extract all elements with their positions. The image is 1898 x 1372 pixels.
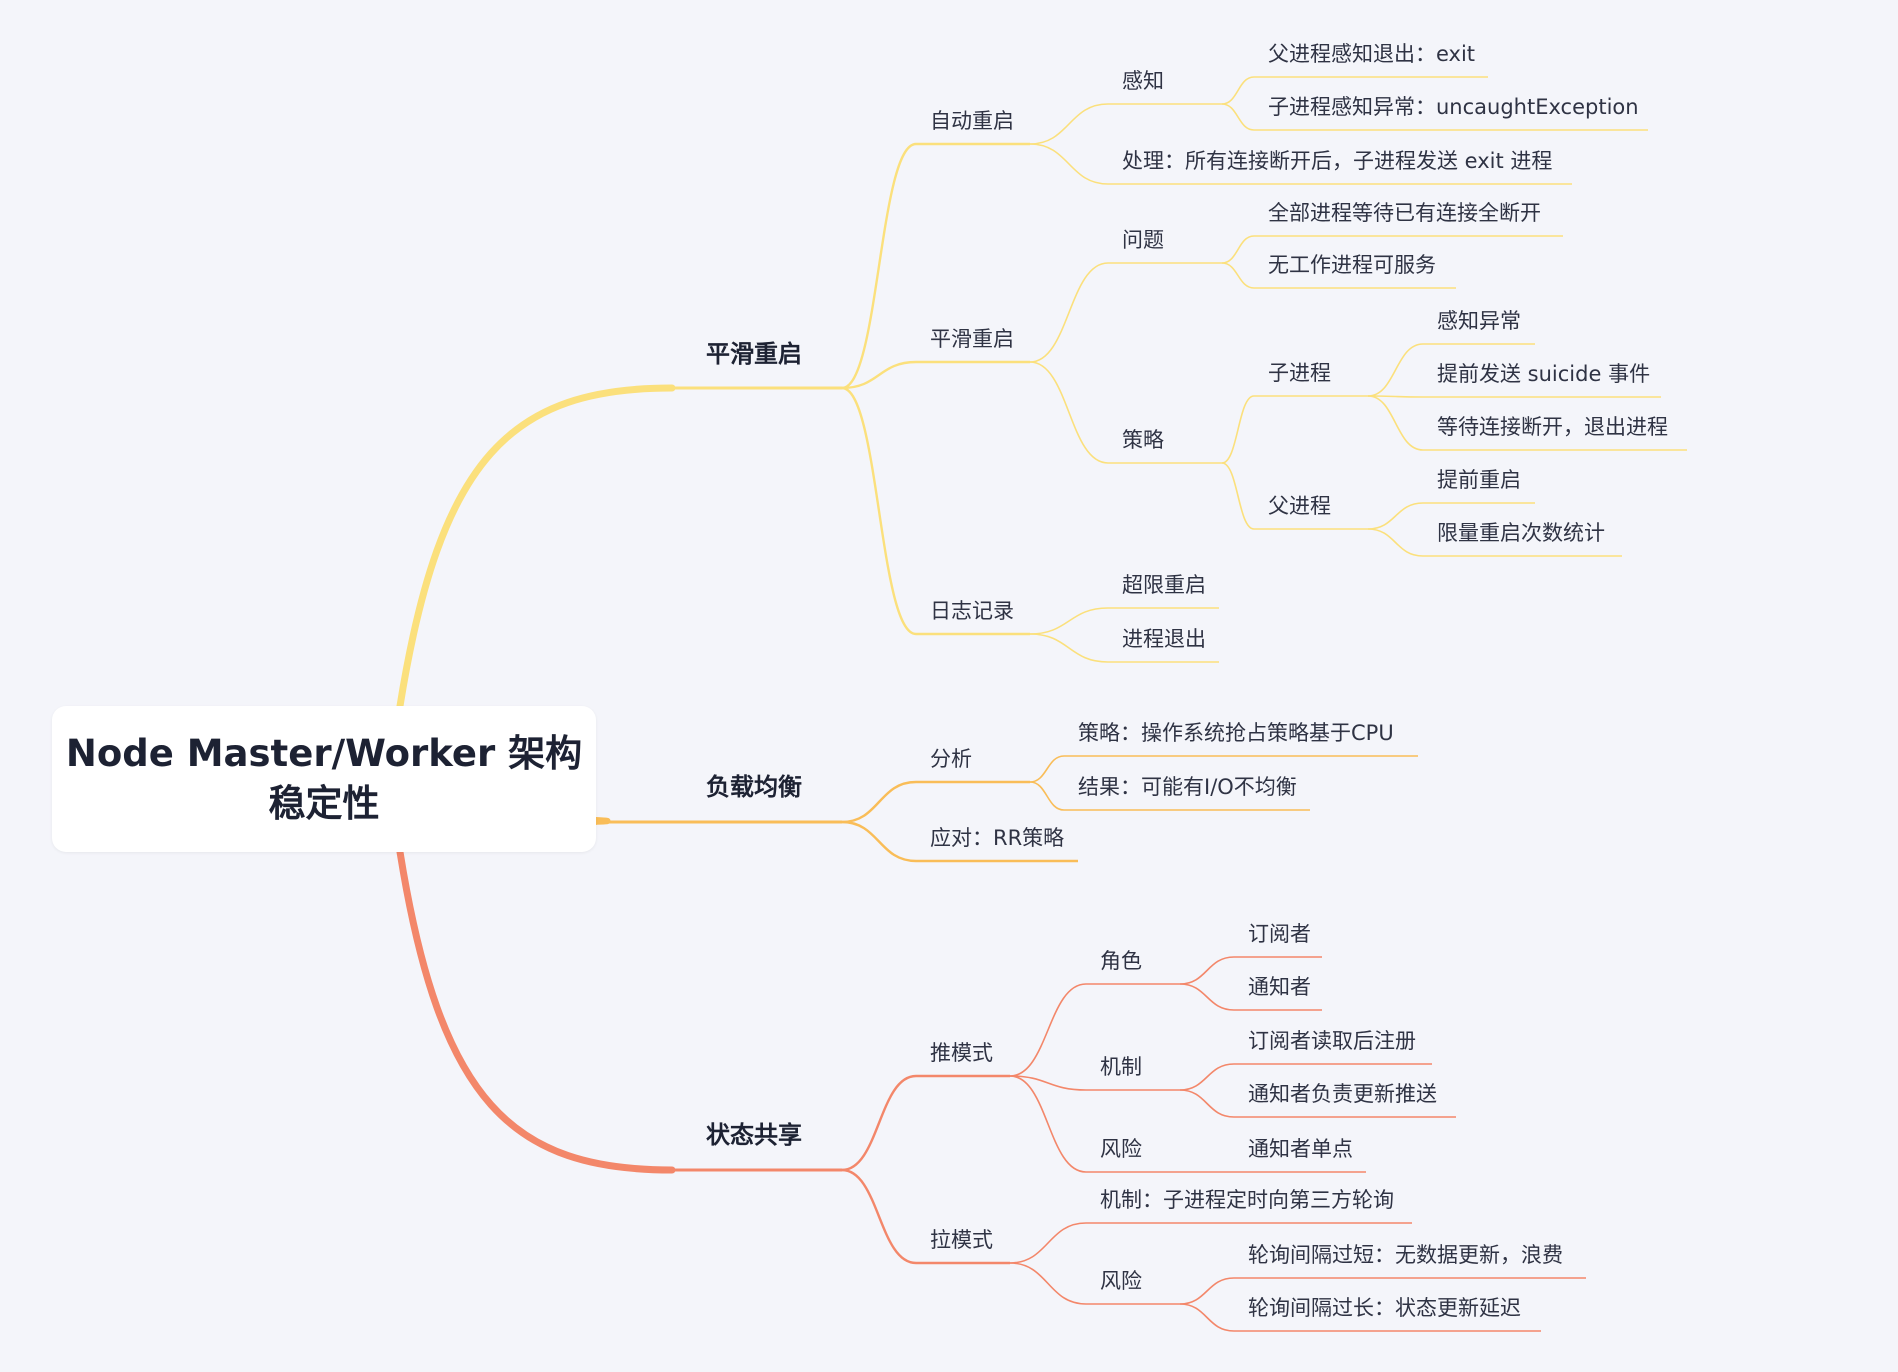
connector	[841, 360, 917, 390]
node-子进程感知异常-uncaughtException[interactable]: 子进程感知异常：uncaughtException	[1268, 95, 1639, 119]
node-角色[interactable]: 角色	[1100, 949, 1142, 973]
connector	[1221, 103, 1255, 131]
connector	[1009, 1262, 1087, 1305]
node-等待连接断开-退出进程[interactable]: 等待连接断开，退出进程	[1437, 415, 1668, 439]
node-日志记录[interactable]: 日志记录	[930, 599, 1014, 623]
node-应对-RR策略[interactable]: 应对：RR策略	[930, 826, 1064, 850]
connector	[1221, 235, 1255, 264]
node-轮询间隔过长-状态更新延迟[interactable]: 轮询间隔过长：状态更新延迟	[1248, 1296, 1521, 1320]
node-通知者负责更新推送[interactable]: 通知者负责更新推送	[1248, 1082, 1437, 1106]
connector	[1009, 1075, 1087, 1173]
connector	[1029, 755, 1065, 783]
connector	[1179, 956, 1235, 985]
branch-平滑重启[interactable]: 平滑重启	[706, 340, 802, 368]
root-node[interactable]: Node Master/Worker 架构 稳定性	[52, 706, 596, 852]
branch-connector	[396, 384, 676, 710]
node-结果-可能有I-O不均衡[interactable]: 结果：可能有I/O不均衡	[1078, 775, 1297, 799]
node-子进程[interactable]: 子进程	[1268, 361, 1331, 385]
connector	[1221, 262, 1255, 289]
connector	[841, 386, 917, 636]
connector	[1009, 983, 1087, 1077]
node-全部进程等待已有连接全断开[interactable]: 全部进程等待已有连接全断开	[1268, 201, 1541, 225]
node-提前重启[interactable]: 提前重启	[1437, 468, 1521, 492]
node-父进程感知退出-exit[interactable]: 父进程感知退出：exit	[1268, 42, 1475, 66]
node-无工作进程可服务[interactable]: 无工作进程可服务	[1268, 253, 1436, 277]
connector	[841, 780, 917, 824]
connector	[1029, 103, 1109, 145]
node-策略-操作系统抢占策略基于CPU[interactable]: 策略：操作系统抢占策略基于CPU	[1078, 721, 1394, 745]
node-轮询间隔过短-无数据更新-浪费[interactable]: 轮询间隔过短：无数据更新，浪费	[1248, 1243, 1563, 1267]
node-问题[interactable]: 问题	[1122, 228, 1164, 252]
node-分析[interactable]: 分析	[930, 747, 972, 771]
connector	[1029, 633, 1109, 663]
node-风险[interactable]: 风险	[1100, 1137, 1142, 1161]
connector	[1179, 1063, 1235, 1091]
node-父进程[interactable]: 父进程	[1268, 494, 1331, 518]
connector	[1009, 1075, 1087, 1091]
connectors	[396, 76, 1687, 1332]
node-机制[interactable]: 机制	[1100, 1055, 1142, 1079]
node-订阅者[interactable]: 订阅者	[1248, 922, 1311, 946]
node-自动重启[interactable]: 自动重启	[930, 109, 1014, 133]
node-推模式[interactable]: 推模式	[930, 1041, 993, 1065]
node-感知[interactable]: 感知	[1122, 69, 1164, 93]
node-通知者单点[interactable]: 通知者单点	[1248, 1137, 1353, 1161]
connector	[841, 142, 917, 390]
connector	[1029, 781, 1065, 811]
connector	[1029, 607, 1109, 635]
branch-负载均衡[interactable]: 负载均衡	[706, 773, 802, 801]
branch-状态共享[interactable]: 状态共享	[706, 1121, 802, 1149]
connector	[1029, 143, 1109, 185]
node-处理-所有连接断开后-子进程发送-exit-进程[interactable]: 处理：所有连接断开后，子进程发送 exit 进程	[1122, 149, 1552, 173]
connector	[841, 820, 917, 863]
connector	[1179, 983, 1235, 1011]
connector	[1367, 502, 1424, 530]
connector	[1179, 1277, 1235, 1305]
node-机制-子进程定时向第三方轮询[interactable]: 机制：子进程定时向第三方轮询	[1100, 1188, 1394, 1212]
connector	[1179, 1303, 1235, 1332]
connector	[1367, 395, 1424, 398]
connector	[1367, 528, 1424, 557]
node-拉模式[interactable]: 拉模式	[930, 1228, 993, 1252]
node-提前发送-suicide-事件[interactable]: 提前发送 suicide 事件	[1437, 362, 1650, 386]
node-风险[interactable]: 风险	[1100, 1269, 1142, 1293]
node-感知异常[interactable]: 感知异常	[1437, 309, 1521, 333]
branch-connector	[396, 848, 676, 1174]
connector	[1179, 1089, 1235, 1118]
root-title: Node Master/Worker 架构 稳定性	[65, 732, 583, 825]
node-限量重启次数统计[interactable]: 限量重启次数统计	[1437, 521, 1605, 545]
node-订阅者读取后注册[interactable]: 订阅者读取后注册	[1248, 1029, 1416, 1053]
connector	[1221, 76, 1255, 105]
node-平滑重启[interactable]: 平滑重启	[930, 327, 1014, 351]
connector	[1029, 361, 1109, 464]
connector	[1029, 262, 1109, 363]
connector	[1221, 395, 1255, 464]
connector	[1367, 395, 1424, 451]
node-超限重启[interactable]: 超限重启	[1122, 573, 1206, 597]
connector	[841, 1168, 917, 1265]
node-进程退出[interactable]: 进程退出	[1122, 627, 1206, 651]
labels: 平滑重启 自动重启 感知 父进程感知退出：exit 子进程感知异常：uncaughtEx…	[706, 42, 1668, 1320]
node-策略[interactable]: 策略	[1122, 428, 1164, 452]
connector	[1221, 462, 1255, 530]
connector	[1009, 1222, 1087, 1264]
connector	[1367, 343, 1424, 397]
node-通知者[interactable]: 通知者	[1248, 975, 1311, 999]
connector	[841, 1074, 917, 1172]
